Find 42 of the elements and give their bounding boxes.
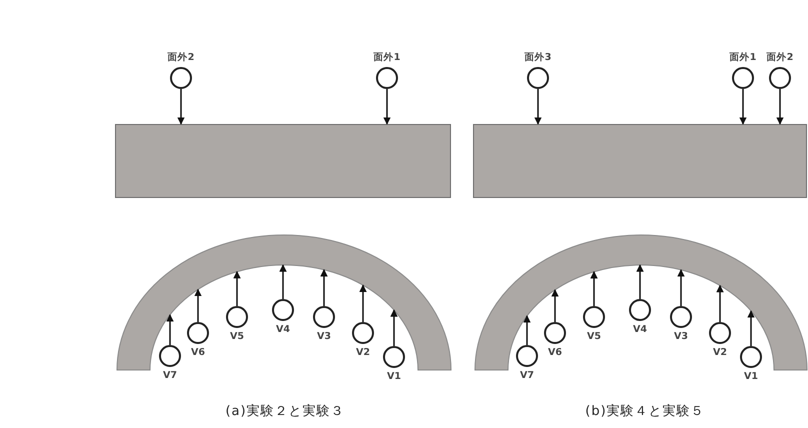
arrow [233, 270, 241, 306]
figure-caption: (a)実験２と実験３ [225, 403, 345, 420]
arrow [166, 314, 174, 345]
arrow [279, 264, 287, 299]
sensor-label: 面外1 [374, 51, 400, 65]
arrow [747, 310, 755, 346]
sensor-label: V2 [356, 346, 370, 360]
sensor-label: 面外3 [524, 51, 552, 65]
arrow [390, 309, 398, 346]
sensor-label: 面外2 [766, 51, 794, 65]
sensor-label: V3 [317, 330, 331, 344]
sensor-label: V2 [713, 346, 727, 360]
sensor-label: V7 [520, 369, 534, 383]
sensor-label: V7 [163, 369, 177, 383]
arrow [383, 89, 391, 125]
arrow [359, 284, 367, 322]
arrow [534, 89, 542, 125]
sensor-label: V4 [633, 323, 647, 337]
sensor-label: V6 [548, 346, 562, 360]
arrow [677, 269, 685, 306]
sensor-label: V5 [587, 330, 601, 344]
beam-bar [473, 124, 807, 198]
sensor-label: V1 [744, 370, 758, 384]
arrow [739, 89, 747, 125]
sensor-label: V4 [276, 323, 290, 337]
arrow [716, 284, 724, 322]
arrow [776, 89, 784, 125]
sensor-label: 面外1 [730, 51, 756, 65]
beam-bar [115, 124, 451, 198]
arrow [194, 288, 202, 322]
arrow [551, 289, 559, 322]
sensor-label: V3 [674, 330, 688, 344]
arrow [523, 315, 531, 345]
figure-caption: (b)実験４と実験５ [585, 403, 705, 420]
sensor-label: V1 [387, 370, 401, 384]
arrow [590, 271, 598, 306]
arrow [320, 269, 328, 306]
sensor-label: V6 [191, 346, 205, 360]
arrow [177, 89, 185, 125]
sensor-label: 面外2 [168, 51, 194, 65]
sensor-label: V5 [230, 330, 244, 344]
arrow [636, 264, 644, 299]
